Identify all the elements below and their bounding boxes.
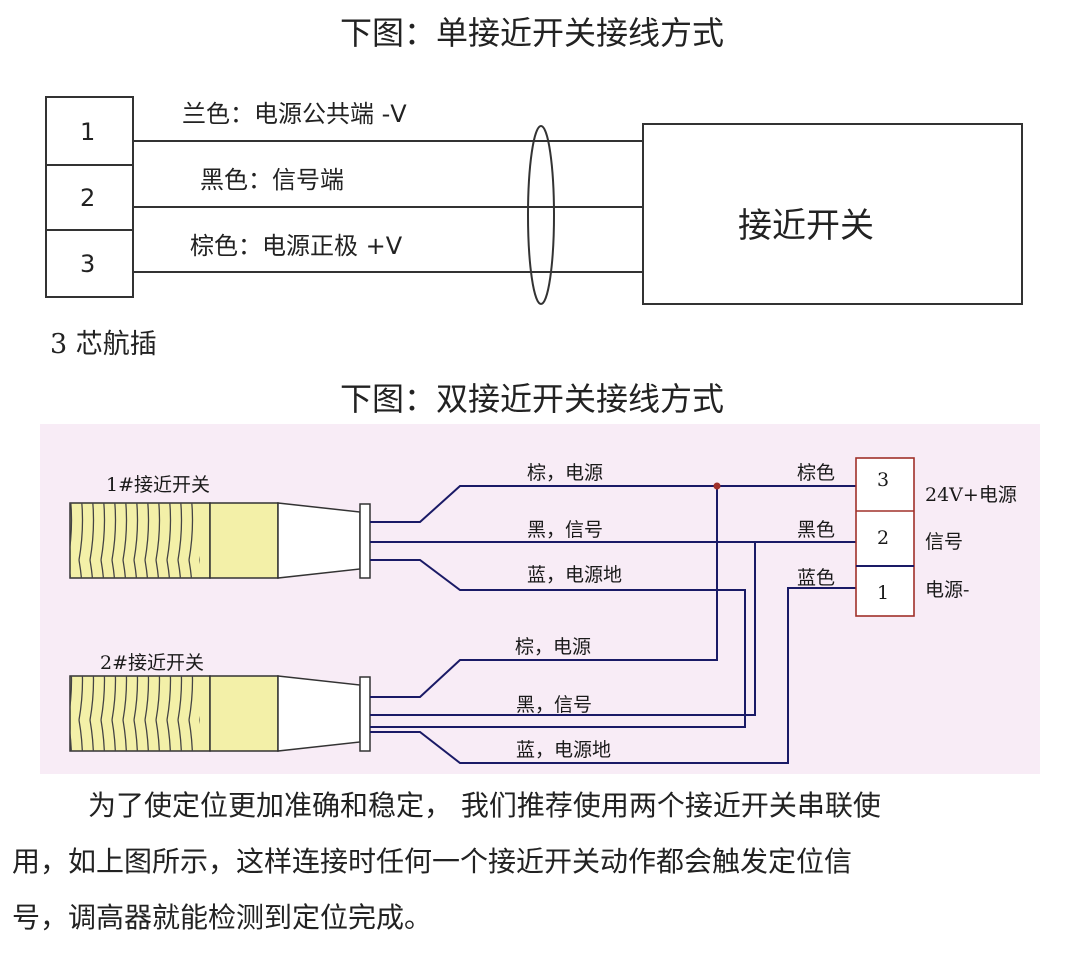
pin-1-label: 1	[80, 118, 96, 146]
paragraph-line-2: 用，如上图所示，这样连接时任何一个接近开关动作都会触发定位信	[12, 845, 853, 878]
connector-body	[45, 96, 134, 298]
diagram2-title: 下图：双接近开关接线方式	[340, 380, 725, 418]
terminal-color-black: 黑色	[797, 519, 836, 541]
terminal-block	[855, 457, 915, 617]
wire-label-brown: 棕色：电源正极 +V	[190, 232, 403, 260]
paragraph-line-3: 号，调高器就能检测到定位完成。	[12, 901, 433, 934]
s2-brown-wire	[370, 486, 718, 698]
terminal-color-brown: 棕色	[797, 462, 836, 484]
terminal-color-blue: 蓝色	[797, 567, 836, 589]
single-switch-wiring-diagram	[45, 96, 1023, 305]
s1-brown-wire	[370, 485, 858, 523]
proximity-switch-box	[642, 123, 1023, 305]
pin-2-label: 2	[80, 184, 96, 212]
s1-wire-blue-label: 蓝，电源地	[527, 564, 623, 586]
terminal-desc-signal: 信号	[925, 531, 964, 553]
cable-sheath	[527, 125, 555, 305]
paragraph-line-1: 为了使定位更加准确和稳定， 我们推荐使用两个接近开关串联使	[88, 789, 881, 822]
diagram1-title: 下图：单接近开关接线方式	[340, 14, 725, 52]
s2-black-wire	[370, 542, 756, 716]
wire-label-blue: 兰色：电源公共端 -V	[182, 100, 407, 128]
s2-wire-black-label: 黑，信号	[516, 694, 593, 716]
terminal-pin-1: 1	[877, 582, 890, 604]
s2-wire-brown-label: 棕，电源	[515, 636, 592, 658]
wire-label-black: 黑色：信号端	[200, 166, 344, 194]
s2-blue-wire	[370, 587, 858, 764]
terminal-desc-power: 24V+电源	[925, 484, 1017, 506]
s1-wire-brown-label: 棕，电源	[527, 462, 604, 484]
terminal-desc-ground: 电源-	[925, 579, 970, 601]
switch-2-label: 2#接近开关	[100, 652, 205, 674]
switch-1-label: 1#接近开关	[106, 474, 211, 496]
terminal-pin-3: 3	[877, 469, 890, 491]
terminal-pin-2: 2	[877, 527, 890, 549]
s1-wire-black-label: 黑，信号	[527, 519, 604, 541]
sensor-2	[69, 675, 371, 752]
pin-3-label: 3	[80, 250, 96, 278]
switch-label: 接近开关	[738, 206, 874, 246]
sensor-1	[69, 502, 371, 579]
s2-wire-blue-label: 蓝，电源地	[516, 739, 612, 761]
s1-blue-wire	[370, 559, 746, 728]
connector-label: 3 芯航插	[50, 329, 157, 360]
junction-dot	[713, 482, 721, 490]
